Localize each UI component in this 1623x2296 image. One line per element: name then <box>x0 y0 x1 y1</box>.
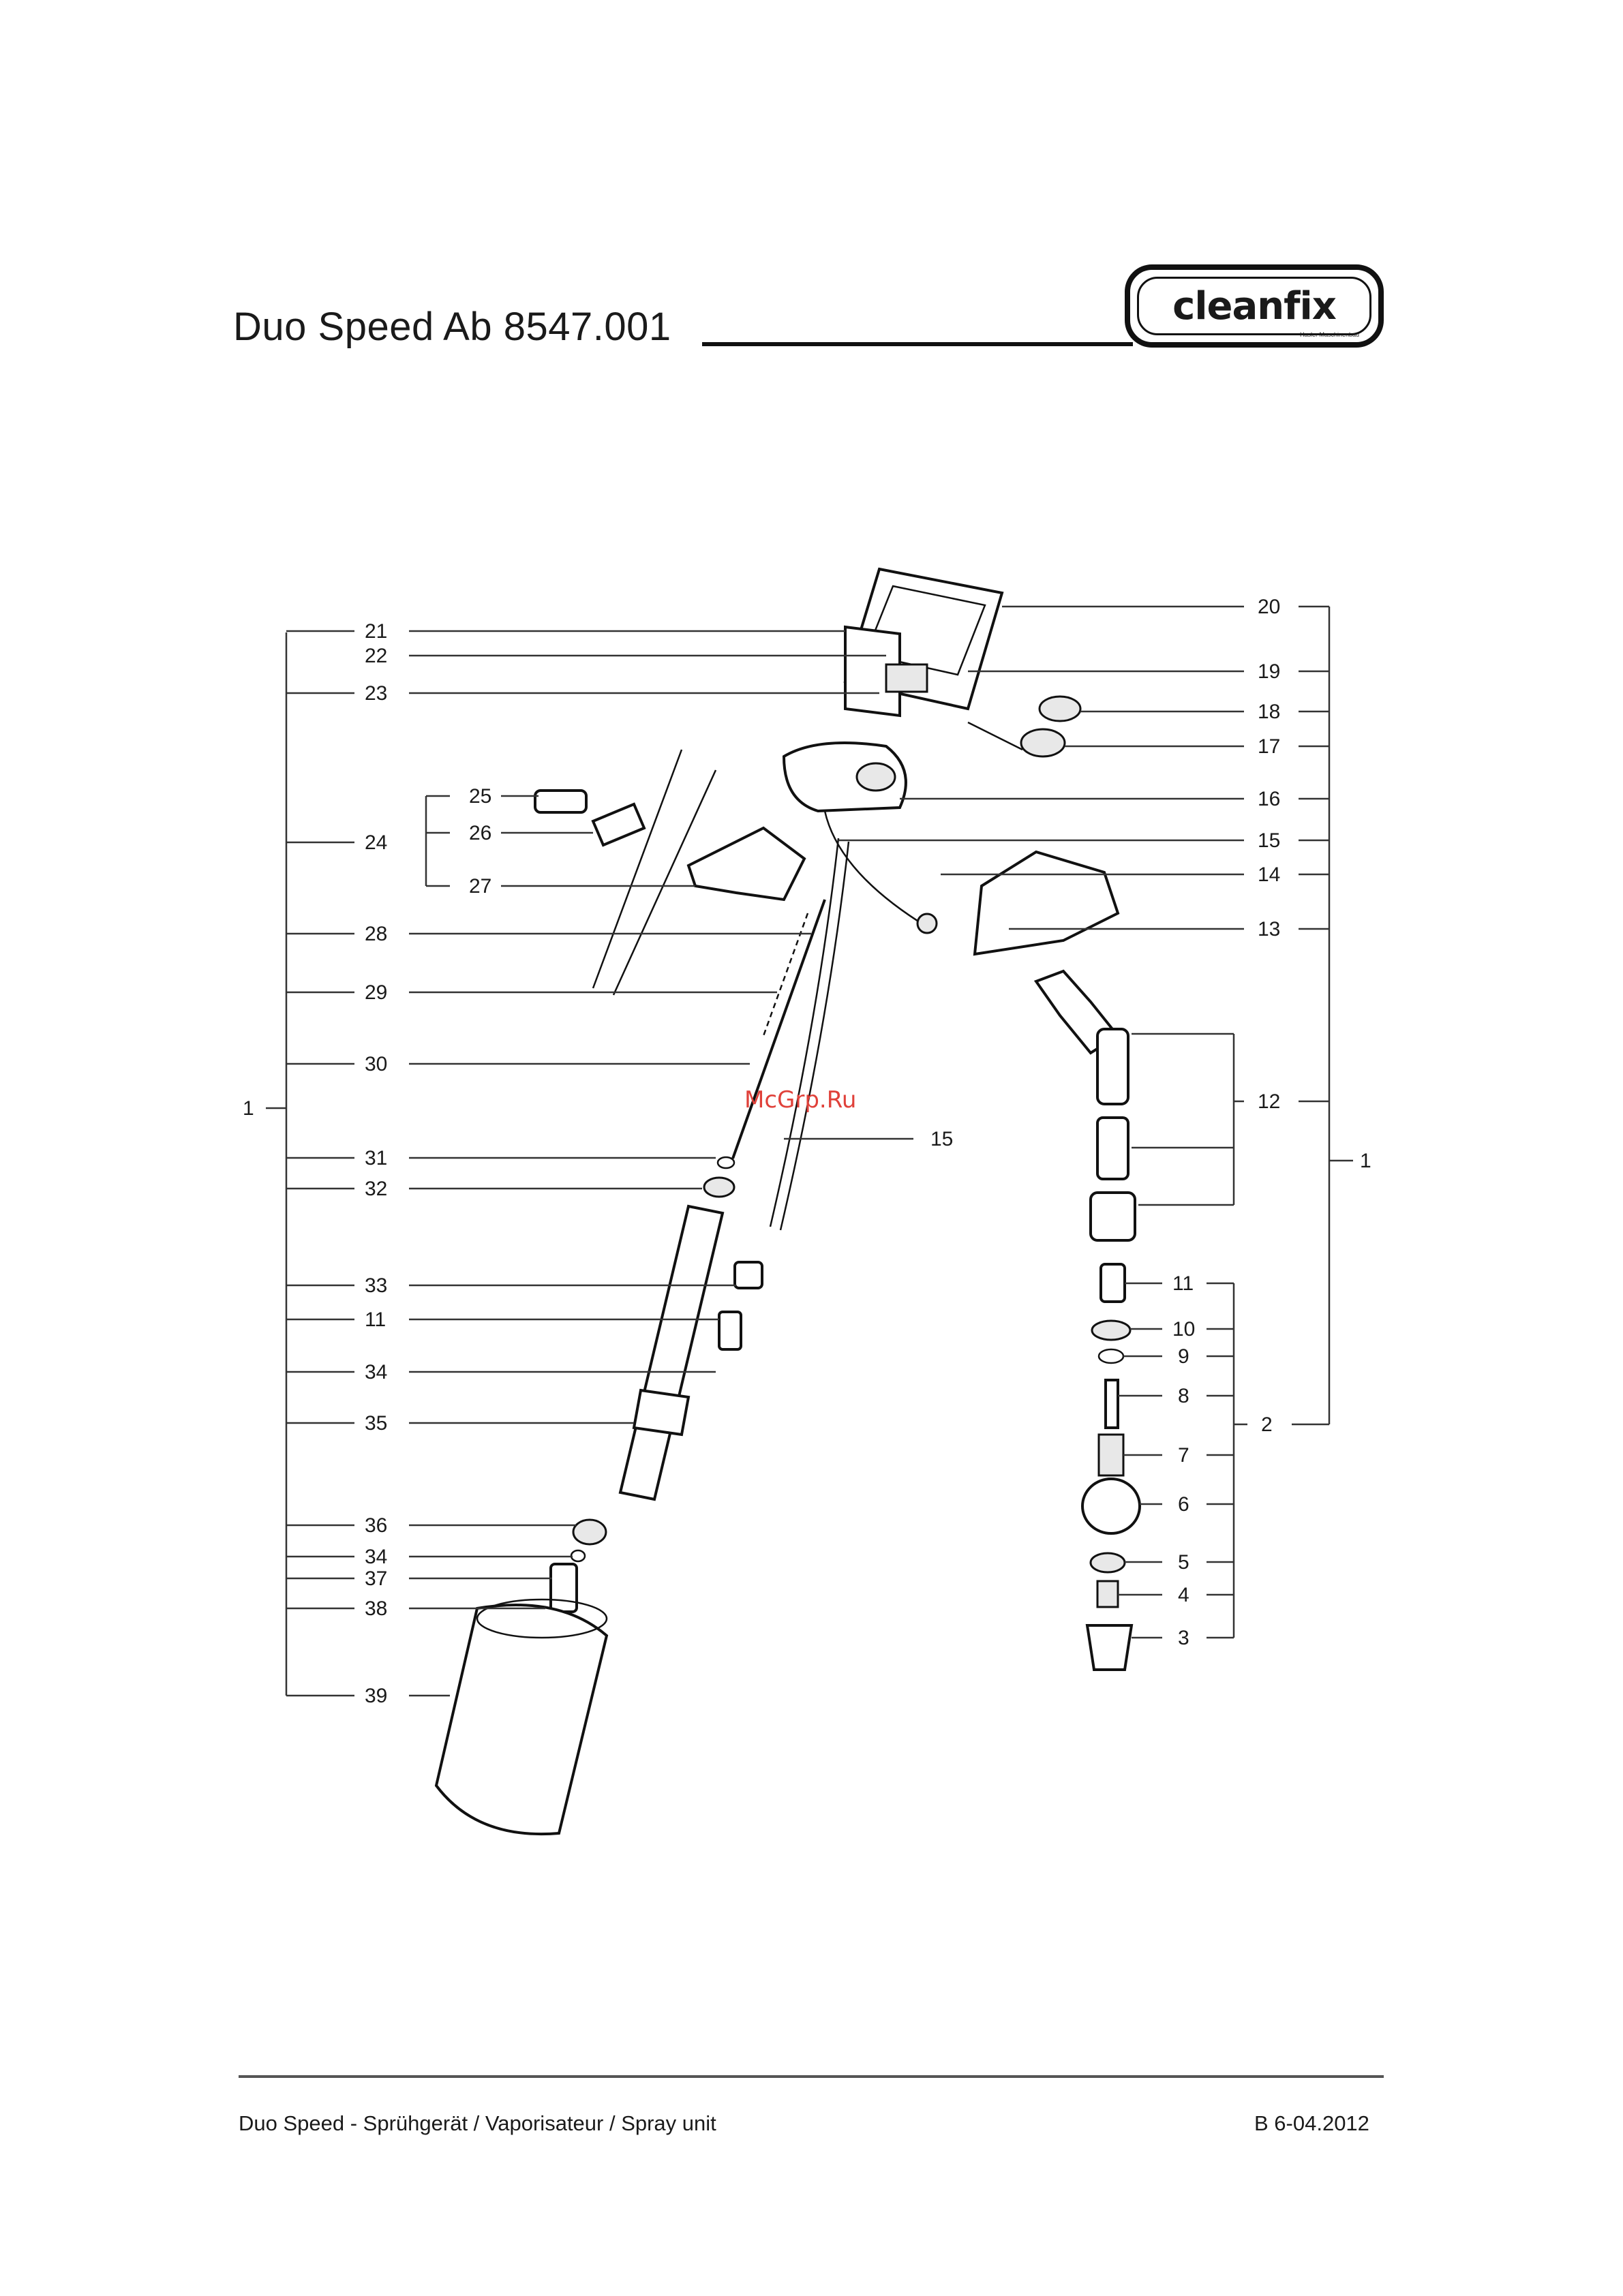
callout-label: 29 <box>365 981 387 1004</box>
callout-label: 18 <box>1258 701 1280 723</box>
piston-part-37 <box>551 1564 577 1612</box>
callout-label: 5 <box>1178 1551 1189 1574</box>
callout-label: 4 <box>1178 1584 1189 1606</box>
nozzle-body-part <box>1097 1118 1128 1179</box>
watermark-text: McGrp.Ru <box>744 1086 856 1114</box>
callout-label: 16 <box>1258 788 1280 810</box>
nozzle-subbracket <box>1132 1034 1234 1205</box>
callout-label: 35 <box>365 1412 387 1435</box>
display-switch-part <box>886 664 927 692</box>
callout-label: 22 <box>365 645 387 667</box>
washer-part-14 <box>917 914 937 933</box>
left-bracket-group: 1 <box>243 632 286 1696</box>
footer-doc-code: B 6-04.2012 <box>1254 2111 1369 2136</box>
spring-part-29 <box>763 913 808 1036</box>
callout-label: 26 <box>469 822 491 844</box>
callout-label: 32 <box>365 1178 387 1200</box>
tank-part-39 <box>436 1605 607 1834</box>
callout-label: 15 <box>1258 829 1280 852</box>
callout-label: 37 <box>365 1567 387 1590</box>
callout-label: 25 <box>469 785 491 808</box>
tube-fitting-part-35 <box>634 1390 688 1435</box>
callout-label: 31 <box>365 1147 387 1169</box>
callout-label: 28 <box>365 923 387 945</box>
nut-part-17 <box>1021 729 1065 756</box>
callout-label: 13 <box>1258 918 1280 940</box>
callout-label: 34 <box>365 1546 387 1568</box>
pump-tube-part <box>620 1206 723 1499</box>
spring-part-4 <box>1097 1581 1118 1607</box>
handle-guide-line <box>593 750 682 988</box>
callout-label: 3 <box>1178 1627 1189 1649</box>
callout-label: 30 <box>365 1053 387 1075</box>
ring-part-31 <box>718 1157 734 1168</box>
valve-part-11-left <box>719 1312 741 1349</box>
callout-label: 24 <box>365 831 387 854</box>
callout-label: 14 <box>1258 863 1280 886</box>
connector-part-33 <box>735 1262 762 1288</box>
valve-part-10 <box>1092 1321 1130 1340</box>
valve-part-11 <box>1101 1264 1125 1302</box>
leader-17 <box>968 722 1022 750</box>
callout-label: 11 <box>365 1308 386 1331</box>
callout-label: 11 <box>1172 1272 1194 1295</box>
right-group-label: 1 <box>1360 1150 1371 1172</box>
callout-label: 8 <box>1178 1385 1189 1407</box>
handle-subbracket <box>426 796 450 886</box>
callout-label: 19 <box>1258 660 1280 683</box>
callout-label: 38 <box>365 1597 387 1620</box>
valve-part-8 <box>1106 1380 1118 1428</box>
lower-bracket-group: 2 <box>1234 1283 1329 1638</box>
washer-part-5 <box>1091 1553 1125 1572</box>
footer-rule <box>239 2075 1384 2078</box>
callout-label: 21 <box>365 620 387 643</box>
callout-label: 7 <box>1178 1444 1189 1467</box>
callout-label: 23 <box>365 682 387 705</box>
callout-label: 6 <box>1178 1493 1189 1516</box>
nut-part-36 <box>573 1520 606 1544</box>
screw-part-25 <box>535 791 586 812</box>
callout-label: 20 <box>1258 596 1280 618</box>
clip-part-26 <box>593 804 644 845</box>
callout-label: 27 <box>469 875 491 898</box>
callout-label: 36 <box>365 1514 387 1537</box>
callout-label: 10 <box>1172 1318 1195 1341</box>
clamp-bracket-part <box>975 852 1118 954</box>
middle-callout-label: 15 <box>930 1128 953 1150</box>
ring-part-34 <box>571 1550 585 1561</box>
cap-part-3 <box>1087 1625 1132 1670</box>
lower-callouts: 11 10 9 8 7 6 5 4 3 <box>1118 1272 1234 1649</box>
callout-label: 17 <box>1258 735 1280 758</box>
handle-part-27 <box>688 828 804 900</box>
callout-label: 33 <box>365 1274 387 1297</box>
valve-housing-part-6 <box>1082 1479 1140 1533</box>
parts-drawing <box>436 569 1140 1834</box>
washer-part-32 <box>704 1178 734 1197</box>
lower-group-label: 2 <box>1261 1413 1273 1436</box>
callout-label: 12 <box>1258 1090 1280 1113</box>
callout-label: 34 <box>365 1361 387 1383</box>
nozzle-nut-part <box>1091 1193 1135 1240</box>
callout-label: 39 <box>365 1685 387 1707</box>
nut-part-18 <box>1040 697 1080 721</box>
hose-part-lower-edge <box>780 842 849 1230</box>
callout-label: 9 <box>1178 1345 1189 1368</box>
middle-callout: 15 <box>784 1128 953 1150</box>
left-group-label: 1 <box>243 1097 254 1120</box>
spring-part-7 <box>1099 1435 1123 1475</box>
footer-caption: Duo Speed - Sprühgerät / Vaporisateur / … <box>239 2111 716 2136</box>
right-bracket-group: 1 <box>1329 607 1371 1424</box>
valve-part-9 <box>1099 1349 1123 1363</box>
pump-cap <box>857 763 895 791</box>
nozzle-connector-part <box>1097 1029 1128 1104</box>
